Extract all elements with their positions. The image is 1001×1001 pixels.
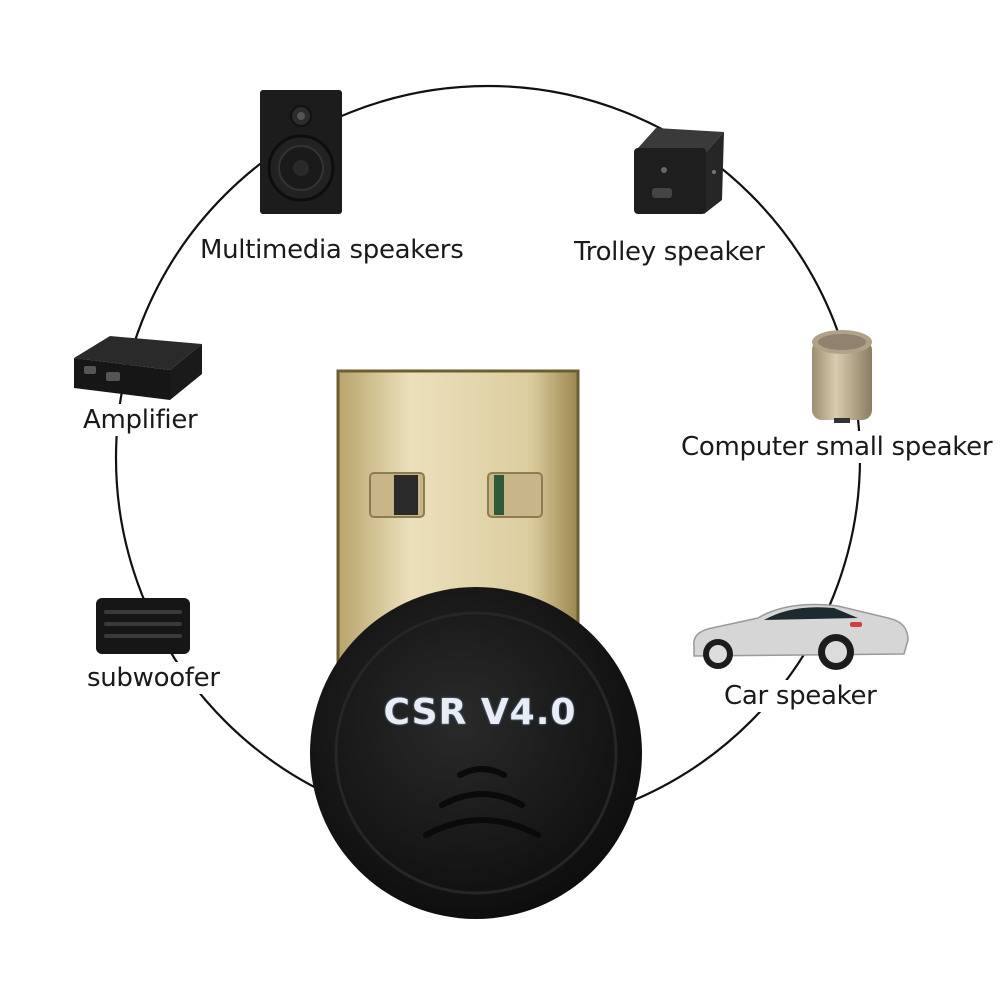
computer-small-speaker-image	[806, 326, 878, 426]
amplifier-image	[70, 330, 205, 402]
device-label-car-speaker: Car speaker	[721, 680, 880, 712]
speaker-icon	[260, 90, 342, 214]
cylinder-speaker-icon	[812, 330, 872, 423]
device-label-amplifier: Amplifier	[80, 404, 201, 436]
amplifier-icon	[74, 336, 202, 400]
device-label-computer-small-speaker: Computer small speaker	[678, 431, 996, 463]
usb-dongle-illustration	[310, 369, 642, 919]
subwoofer-image	[94, 596, 192, 656]
device-label-multimedia-speakers: Multimedia speakers	[197, 234, 467, 266]
subwoofer-icon	[96, 598, 190, 654]
multimedia-speaker-image	[258, 88, 344, 216]
dongle-model-text: CSR V4.0	[383, 692, 577, 733]
device-label-subwoofer: subwoofer	[84, 662, 223, 694]
trolley-speaker-image	[626, 118, 726, 218]
car-icon	[693, 603, 909, 670]
car-image	[688, 596, 912, 672]
bluetooth-dongle: CSR V4.0	[310, 365, 650, 925]
cube-speaker-icon	[634, 128, 724, 214]
device-label-trolley-speaker: Trolley speaker	[571, 236, 768, 268]
